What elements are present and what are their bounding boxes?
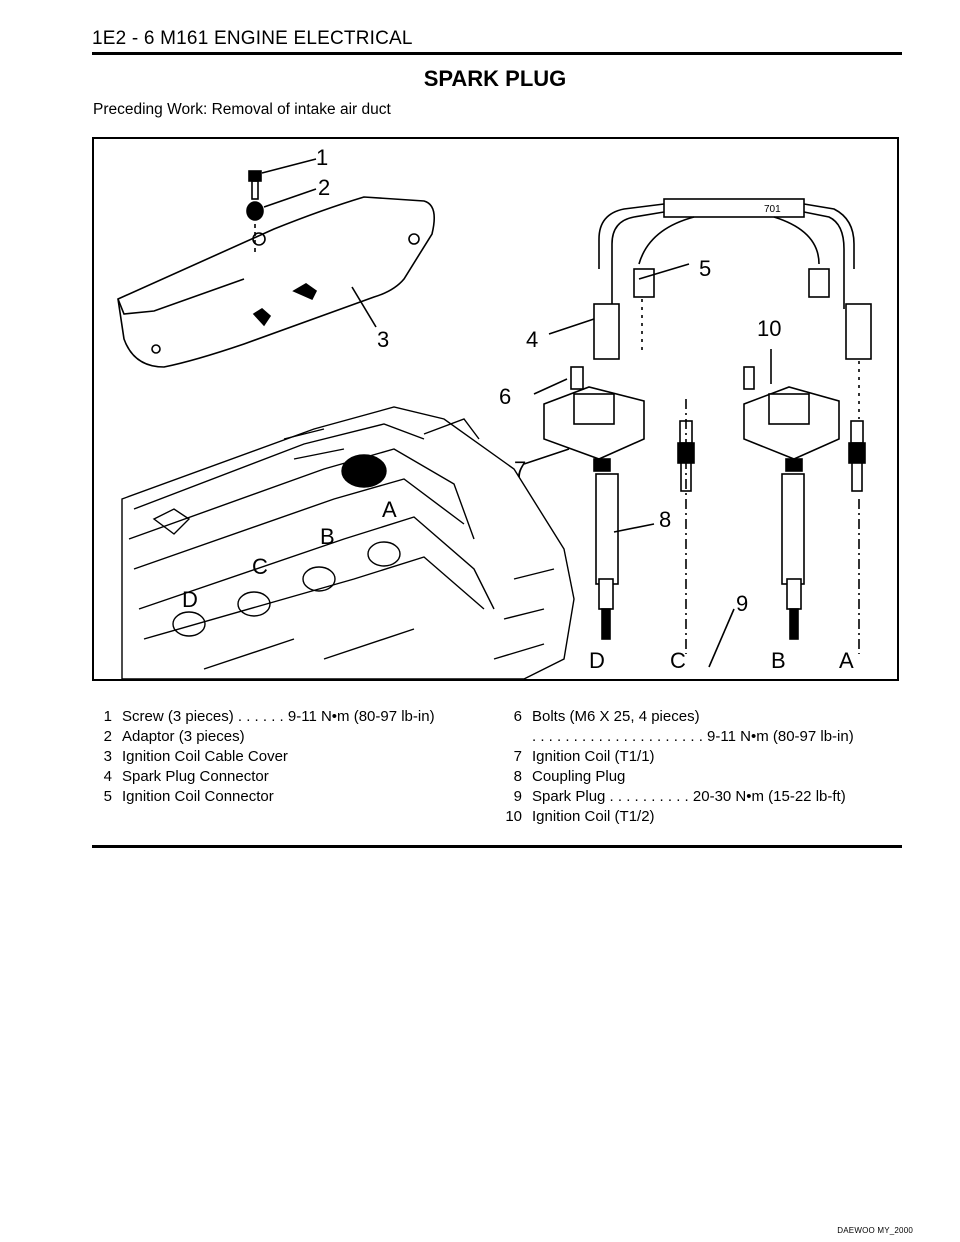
plug-letter-b: B <box>771 648 786 673</box>
legend-text: Ignition Coil (T1/2) <box>532 808 655 825</box>
section-title: SPARK PLUG <box>423 66 567 91</box>
screw-and-adaptor <box>246 158 377 328</box>
callout-8: 8 <box>659 507 671 532</box>
legend-text: Ignition Coil Cable Cover <box>122 748 288 765</box>
legend-item: 7 Ignition Coil (T1/1) <box>500 747 854 767</box>
cylinder-letter-b: B <box>320 524 335 549</box>
legend-item: 9 Spark Plug . . . . . . . . . . 20-30 N•… <box>500 787 854 807</box>
legend-item: 1 Screw (3 pieces) . . . . . . 9-11 N•m (… <box>90 707 435 727</box>
callout-3: 3 <box>377 327 389 352</box>
legend-text: Spark Plug Connector <box>122 768 269 785</box>
cylinder-letter-d: D <box>182 587 198 612</box>
legend-num: 6 <box>513 708 522 725</box>
legend-left: 1 Screw (3 pieces) . . . . . . 9-11 N•m (… <box>90 707 435 807</box>
legend-item: 5 Ignition Coil Connector <box>90 787 435 807</box>
plug-letter-c: C <box>670 648 686 673</box>
legend-text: Adaptor (3 pieces) <box>122 728 245 745</box>
legend-item: 6 Bolts (M6 X 25, 4 pieces) <box>500 707 854 727</box>
page-footer: DAEWOO MY_2000 <box>837 1226 913 1235</box>
legend-item: 8 Coupling Plug <box>500 767 854 787</box>
legend-num: 1 <box>103 708 112 725</box>
legend-text: . . . . . . . . . . . . . . . . . . . . … <box>532 728 854 745</box>
ignition-leads <box>593 198 872 419</box>
plug-letter-a: A <box>839 648 854 673</box>
plug-letter-d: D <box>589 648 605 673</box>
legend-text: Bolts (M6 X 25, 4 pieces) <box>532 708 700 725</box>
legend-text: Coupling Plug <box>532 768 626 785</box>
callout-6: 6 <box>499 384 511 409</box>
legend-num: 7 <box>513 748 522 765</box>
legend-item: 10 Ignition Coil (T1/2) <box>500 807 854 827</box>
legend-num <box>500 727 522 747</box>
legend-num: 9 <box>513 788 522 805</box>
cylinder-letter-c: C <box>252 554 268 579</box>
legend-text: Ignition Coil Connector <box>122 788 274 805</box>
legend-item: 4 Spark Plug Connector <box>90 767 435 787</box>
callout-5: 5 <box>699 256 711 281</box>
legend-num: 5 <box>103 788 112 805</box>
footer-rule <box>92 845 902 848</box>
legend-text: Ignition Coil (T1/1) <box>532 748 655 765</box>
ignition-coil-cable-cover <box>117 196 435 368</box>
legend-item-continuation: . . . . . . . . . . . . . . . . . . . . … <box>500 727 854 747</box>
engine-block <box>121 406 575 679</box>
legend-item: 3 Ignition Coil Cable Cover <box>90 747 435 767</box>
spark-plug-diagram: 1 2 3 4 5 6 7 8 9 10 A B C D D C B A 701 <box>92 137 899 681</box>
preceding-work: Preceding Work: Removal of intake air du… <box>93 101 391 118</box>
legend-num: 10 <box>505 808 522 825</box>
legend-num: 4 <box>103 768 112 785</box>
legend-num: 8 <box>513 768 522 785</box>
legend-text: Screw (3 pieces) . . . . . . 9-11 N•m (8… <box>122 708 435 725</box>
legend-num: 2 <box>103 728 112 745</box>
header-rule <box>92 52 902 55</box>
legend-right: 6 Bolts (M6 X 25, 4 pieces) . . . . . . .… <box>500 707 854 827</box>
legend-item: 2 Adaptor (3 pieces) <box>90 727 435 747</box>
callout-10: 10 <box>757 316 781 341</box>
legend-num: 3 <box>103 748 112 765</box>
callout-9: 9 <box>736 591 748 616</box>
lead-marking: 701 <box>764 204 781 215</box>
legend-text: Spark Plug . . . . . . . . . . 20-30 N•m… <box>532 788 846 805</box>
callout-leaders <box>523 263 772 668</box>
ignition-coils <box>543 366 840 472</box>
callout-4: 4 <box>526 327 538 352</box>
coupling-plugs-and-spark-plugs <box>595 399 866 654</box>
callout-1: 1 <box>316 145 328 170</box>
callout-7: 7 <box>514 457 526 482</box>
cylinder-letter-a: A <box>382 497 397 522</box>
page-header: 1E2 - 6 M161 ENGINE ELECTRICAL <box>92 28 413 49</box>
callout-2: 2 <box>318 175 330 200</box>
